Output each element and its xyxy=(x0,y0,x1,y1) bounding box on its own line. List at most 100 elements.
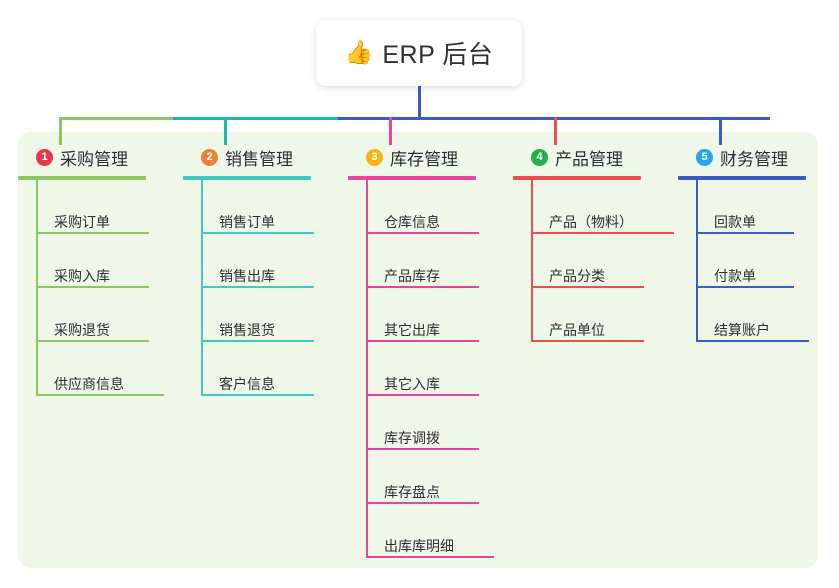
branch-item-label: 库存调拨 xyxy=(384,430,440,446)
connector-trunk xyxy=(418,86,421,120)
branch-header[interactable]: 5 财务管理 xyxy=(678,144,839,170)
branch-item-label: 销售出库 xyxy=(219,268,275,284)
branch-title: 财务管理 xyxy=(720,149,788,169)
branch-item[interactable]: 客户信息 xyxy=(183,342,348,396)
branch-item-label: 结算账户 xyxy=(714,322,770,338)
branch-spine xyxy=(696,180,698,342)
branch-item[interactable]: 回款单 xyxy=(678,180,839,234)
branch-items: 产品（物料） 产品分类产品单位 xyxy=(513,180,678,342)
branch-underline xyxy=(183,176,311,180)
branch-item-underline xyxy=(202,286,314,288)
branch-item[interactable]: 采购入库 xyxy=(18,234,183,288)
branch-items: 回款单付款单结算账户 xyxy=(678,180,839,342)
branch-number-badge: 4 xyxy=(531,148,548,166)
branch-item[interactable]: 其它入库 xyxy=(348,342,513,396)
branch-item-label: 出库库明细 xyxy=(384,538,454,554)
branch-item[interactable]: 产品（物料） xyxy=(513,180,678,234)
branch-number-badge: 2 xyxy=(201,148,218,166)
branch-item-underline xyxy=(37,232,149,234)
branch-item-label: 产品单位 xyxy=(549,322,605,338)
branch-item-label: 客户信息 xyxy=(219,376,275,392)
branch-item-label: 产品（物料） xyxy=(549,214,633,230)
branch-item-label: 采购入库 xyxy=(54,268,110,284)
branch-items: 销售订单销售出库销售退货客户信息 xyxy=(183,180,348,396)
branch-item-underline xyxy=(697,340,809,342)
diagram-canvas xyxy=(18,132,818,568)
branch-item[interactable]: 产品库存 xyxy=(348,234,513,288)
branch-item-label: 供应商信息 xyxy=(54,376,124,392)
branch-item[interactable]: 付款单 xyxy=(678,234,839,288)
branch-item-underline xyxy=(532,340,644,342)
branch-item-underline xyxy=(367,556,494,558)
branch-item-underline xyxy=(202,340,314,342)
branch-column-3: 3 库存管理仓库信息产品库存其它出库其它入库库存调拨库存盘点出库库明细 xyxy=(348,144,513,558)
branch-item-underline xyxy=(37,394,164,396)
branch-number-badge: 3 xyxy=(366,148,383,166)
branch-item-underline xyxy=(367,340,479,342)
branch-item[interactable]: 销售退货 xyxy=(183,288,348,342)
connector-drop xyxy=(59,117,62,145)
branch-item-underline xyxy=(367,286,479,288)
branch-header[interactable]: 4 产品管理 xyxy=(513,144,678,170)
branch-item[interactable]: 产品单位 xyxy=(513,288,678,342)
branch-item-underline xyxy=(367,394,479,396)
connector-bus-segment xyxy=(173,117,338,120)
connector-drop xyxy=(719,117,722,145)
branch-item[interactable]: 库存盘点 xyxy=(348,450,513,504)
root-node-card[interactable]: 👍 ERP 后台 xyxy=(316,20,522,86)
branch-items: 仓库信息产品库存其它出库其它入库库存调拨库存盘点出库库明细 xyxy=(348,180,513,558)
branch-item-label: 销售订单 xyxy=(219,214,275,230)
branch-underline xyxy=(678,176,806,180)
branch-item-label: 付款单 xyxy=(714,268,756,284)
branch-item-label: 销售退货 xyxy=(219,322,275,338)
root-node-title: ERP 后台 xyxy=(382,41,494,69)
branch-item-underline xyxy=(697,232,794,234)
branch-spine xyxy=(36,180,38,396)
branch-item-underline xyxy=(532,232,674,234)
connector-drop xyxy=(224,117,227,145)
thumbs-up-icon: 👍 xyxy=(344,38,374,65)
branch-item-underline xyxy=(532,286,644,288)
branch-item[interactable]: 其它出库 xyxy=(348,288,513,342)
branch-item[interactable]: 库存调拨 xyxy=(348,396,513,450)
branch-item-label: 其它入库 xyxy=(384,376,440,392)
branch-item[interactable]: 结算账户 xyxy=(678,288,839,342)
branch-spine xyxy=(366,180,368,558)
branch-item-underline xyxy=(367,448,479,450)
branch-number-badge: 5 xyxy=(696,148,713,166)
branch-column-4: 4 产品管理产品（物料） 产品分类产品单位 xyxy=(513,144,678,342)
branch-underline xyxy=(513,176,641,180)
branch-item[interactable]: 采购订单 xyxy=(18,180,183,234)
branch-item[interactable]: 产品分类 xyxy=(513,234,678,288)
branch-item[interactable]: 销售订单 xyxy=(183,180,348,234)
connector-drop xyxy=(554,117,557,145)
branch-item[interactable]: 采购退货 xyxy=(18,288,183,342)
branch-spine xyxy=(201,180,203,396)
branch-item-underline xyxy=(697,286,794,288)
branch-title: 库存管理 xyxy=(390,149,458,169)
branch-header[interactable]: 3 库存管理 xyxy=(348,144,513,170)
branch-item[interactable]: 销售出库 xyxy=(183,234,348,288)
branch-underline xyxy=(18,176,146,180)
branch-spine xyxy=(531,180,533,342)
branch-items: 采购订单采购入库采购退货供应商信息 xyxy=(18,180,183,396)
branch-item-label: 回款单 xyxy=(714,214,756,230)
branch-column-5: 5 财务管理回款单付款单结算账户 xyxy=(678,144,839,342)
branch-item[interactable]: 出库库明细 xyxy=(348,504,513,558)
branch-item-underline xyxy=(367,232,479,234)
branch-item-label: 其它出库 xyxy=(384,322,440,338)
branch-item[interactable]: 供应商信息 xyxy=(18,342,183,396)
branch-underline xyxy=(348,176,476,180)
connector-bus-segment xyxy=(60,117,173,120)
branch-item-label: 库存盘点 xyxy=(384,484,440,500)
branch-item-underline xyxy=(37,286,149,288)
branch-item-label: 采购退货 xyxy=(54,322,110,338)
branch-item-underline xyxy=(37,340,149,342)
branch-title: 采购管理 xyxy=(60,149,128,169)
branch-title: 产品管理 xyxy=(555,149,623,169)
branch-item[interactable]: 仓库信息 xyxy=(348,180,513,234)
